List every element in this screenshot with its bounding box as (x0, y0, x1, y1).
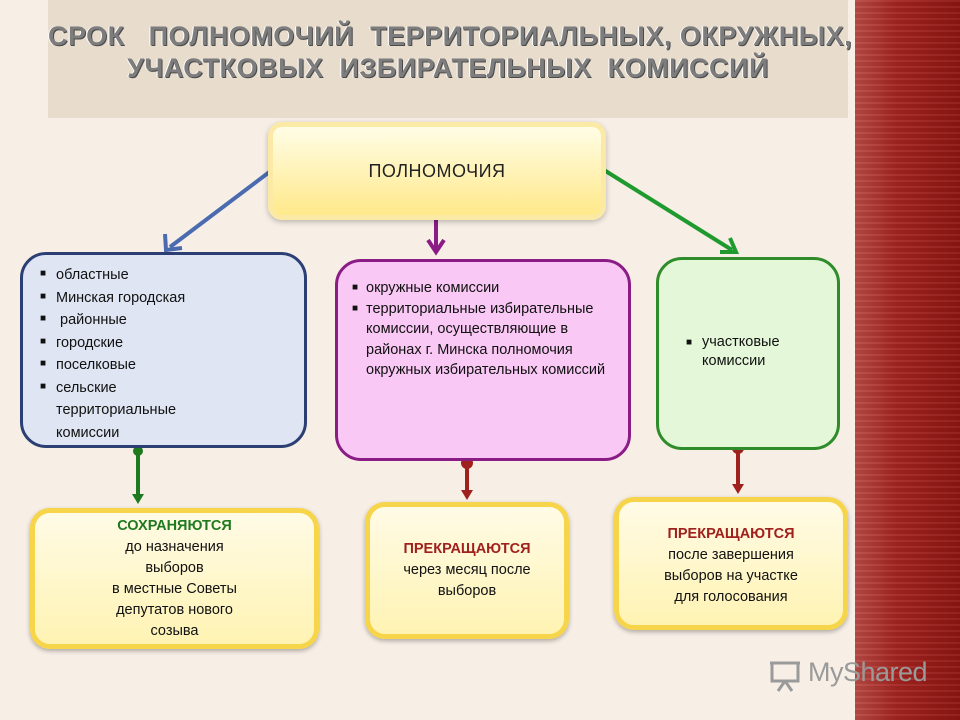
result-line: до назначения (125, 539, 224, 555)
arrow-head-middle (426, 238, 446, 256)
result-line: созыва (150, 623, 199, 639)
result-head-middle: ПРЕКРАЩАЮТСЯ (403, 541, 531, 557)
bullet-icon: ■ (686, 337, 693, 348)
group-box-left (20, 252, 307, 448)
title-line-2: УЧАСТКОВЫХ ИЗБИРАТЕЛЬНЫХ КОМИССИЙ (127, 53, 769, 83)
arrow-to-left-group (168, 168, 274, 249)
watermark-logo: MyShared (768, 657, 938, 692)
watermark-text: MyShared (808, 657, 928, 687)
result-line: после завершения (668, 547, 794, 563)
center-node-label: ПОЛНОМОЧИЯ (368, 160, 506, 181)
group-box-middle (335, 259, 631, 461)
list-item: ■сельские территориальные комиссии (38, 377, 236, 445)
bullet-icon: ■ (40, 335, 47, 347)
result-line: через месяц после (403, 562, 531, 578)
connector-head-right (732, 484, 744, 494)
result-line: в местные Советы (112, 581, 237, 597)
result-line: выборов (145, 560, 204, 576)
bullet-icon: ■ (352, 282, 359, 293)
arrow-to-right-group (602, 168, 734, 252)
result-line: для голосования (674, 589, 788, 605)
result-head-right: ПРЕКРАЩАЮТСЯ (667, 526, 795, 542)
group-box-right (656, 257, 840, 450)
list-item: ■территориальные избирательные комиссии,… (352, 300, 606, 379)
center-node-powers: ПОЛНОМОЧИЯ (268, 122, 606, 220)
bullet-icon: ■ (40, 313, 47, 324)
result-box-middle: ПРЕКРАЩАЮТСЯ через месяц после выборов (365, 502, 569, 639)
bullet-icon: ■ (40, 380, 47, 392)
connector-head-middle (461, 490, 473, 500)
arrow-head-left (163, 233, 183, 253)
presentation-icon (770, 661, 800, 692)
connector-head-left (132, 494, 144, 504)
arrow-head-right (720, 237, 740, 254)
bullet-icon: ■ (352, 302, 359, 314)
result-line: выборов (437, 583, 497, 599)
result-line: выборов на участке (664, 568, 798, 584)
group-list-left: ■областные ■Минская городская ■ районные… (38, 264, 298, 444)
list-item: ■ районные (38, 309, 298, 332)
title-line-1: СРОК ПОЛНОМОЧИЙ ТЕРРИТОРИАЛЬНЫХ, ОКРУЖНЫ… (48, 21, 853, 51)
result-box-right: ПРЕКРАЩАЮТСЯ после завершения выборов на… (614, 497, 848, 630)
result-head-left: СОХРАНЯЮТСЯ (117, 518, 232, 534)
result-line: депутатов нового (116, 602, 233, 618)
bullet-icon: ■ (40, 290, 47, 302)
list-item: ■областные (38, 264, 298, 287)
list-item: ■городские (38, 332, 298, 355)
title-background (48, 0, 848, 118)
bullet-icon: ■ (40, 358, 47, 369)
list-item: ■поселковые (38, 354, 298, 377)
group-list-right: ■участковые комиссии (684, 333, 834, 371)
slide-title: СРОК ПОЛНОМОЧИЙ ТЕРРИТОРИАЛЬНЫХ, ОКРУЖНЫ… (48, 20, 853, 84)
group-list-middle: ■окружные комиссии ■территориальные изби… (352, 278, 624, 381)
decorative-right-band (855, 0, 960, 720)
list-item: ■участковые комиссии (686, 334, 780, 369)
list-item: ■Минская городская (38, 287, 298, 310)
result-box-left: СОХРАНЯЮТСЯ до назначения выборов в мест… (30, 508, 319, 649)
bullet-icon: ■ (40, 268, 47, 279)
list-item: ■окружные комиссии (352, 280, 500, 296)
